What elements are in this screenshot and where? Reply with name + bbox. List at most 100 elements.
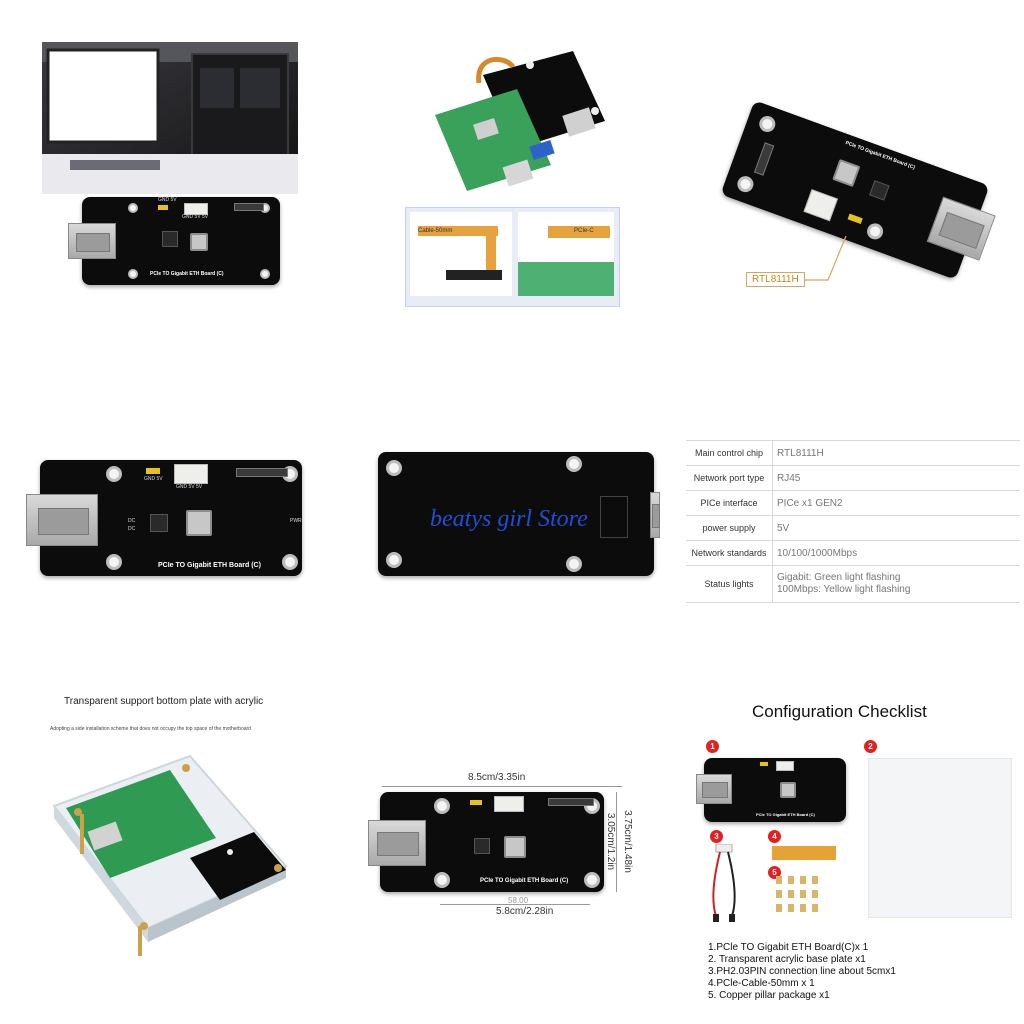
spec-value-line: 100Mbps: Yellow light flashing: [777, 584, 911, 595]
checklist-board: PCIe TO Gigabit ETH Board (C): [696, 758, 846, 822]
acrylic-subtitle: Adopting a side installation scheme that…: [50, 726, 251, 732]
mount-hole: [128, 269, 138, 279]
panel-board-bottom: beatys girl Store: [378, 450, 668, 580]
table-row: Main control chip RTL8111H: [686, 440, 1020, 466]
rtl-callout-label: RTL8111H: [746, 272, 805, 287]
fpc-cable-bend: [486, 226, 496, 276]
item-badge: 2: [864, 740, 877, 753]
spec-value: Gigabit: Green light flashing 100Mbps: Y…: [772, 565, 1020, 603]
mount-hole: [566, 456, 582, 472]
header-pins: [146, 468, 160, 474]
item-badge: 3: [710, 830, 723, 843]
eth-board-top: GND 5V GND 5V 5V DC DC PWR PCIe TO Gigab…: [26, 460, 302, 576]
eth-board-bottom: [378, 452, 660, 576]
spec-key: Status lights: [686, 565, 773, 603]
item-badge: 5: [768, 866, 781, 879]
gaming-room-photo: [42, 42, 298, 194]
eth-board-dimensioned: PCIe TO Gigabit ETH Board (C): [368, 792, 604, 892]
panel-acrylic-plate: Transparent support bottom plate with ac…: [40, 690, 320, 980]
spec-table: Main control chip RTL8111H Network port …: [686, 440, 1020, 603]
rj45-port: [696, 774, 732, 804]
rtl-chip: [474, 838, 490, 854]
mount-hole: [386, 460, 402, 476]
spec-value: 10/100/1000Mbps: [772, 540, 1020, 566]
header-pins: [470, 800, 482, 805]
ph2-connector: [776, 761, 794, 771]
spec-value-line: Gigabit: Green light flashing: [777, 572, 901, 583]
store-watermark: beatys girl Store: [430, 506, 588, 532]
dim-line-bottom: [440, 904, 590, 905]
cable-inset-right: PCIe-C: [518, 212, 614, 296]
fpc-connector: [236, 468, 288, 477]
conn-label: GND 5V 5V: [182, 214, 209, 220]
led-label: PWR: [290, 518, 302, 524]
board-silk: PCIe TO Gigabit ETH Board (C): [756, 812, 815, 817]
mount-hole: [434, 872, 450, 888]
mount-hole: [128, 203, 138, 213]
fpc-connector: [548, 798, 594, 806]
spec-key: power supply: [686, 515, 773, 541]
rj45-port-edge: [650, 492, 660, 538]
cable-inset-frame: Cable-50mm PCIe-C: [405, 207, 620, 307]
checklist-title: Configuration Checklist: [752, 702, 927, 721]
ph2-cable: [712, 844, 736, 922]
dim-line-top: [382, 786, 622, 787]
led-label: DC: [128, 518, 136, 524]
mount-hole: [106, 554, 122, 570]
eth-board-thumb: GND 5V GND 5V 5V PCIe TO Gigabit ETH Boa…: [68, 197, 280, 285]
table-row: Network port type RJ45: [686, 465, 1020, 491]
table-row: PICe interface PICe x1 GEN2: [686, 490, 1020, 516]
acrylic-assembly-illustration: [52, 754, 288, 956]
board-silk: PCIe TO Gigabit ETH Board (C): [480, 878, 569, 884]
ph2-connector: [184, 203, 208, 215]
rj45-port: [26, 494, 98, 546]
panel-setup-photo: GND 5V GND 5V 5V PCIe TO Gigabit ETH Boa…: [42, 42, 298, 292]
acrylic-sheet: [868, 758, 1012, 918]
cable-inset-left: Cable-50mm: [410, 212, 512, 296]
conn-label: GND 5V: [144, 476, 163, 482]
fpc-connector: [234, 203, 264, 211]
rj45-port: [68, 223, 116, 259]
cable-label: PCIe-C: [574, 228, 594, 234]
dim-height-inner: 3.05cm/1.2in: [605, 812, 617, 871]
spec-key: Network port type: [686, 465, 773, 491]
spec-key: Main control chip: [686, 440, 773, 466]
pi-with-board-illustration: [435, 51, 605, 191]
rj45-solder-pads: [600, 496, 628, 538]
crystal: [780, 782, 796, 798]
rtl-chip: [150, 514, 168, 532]
copper-pillars: [776, 876, 818, 912]
cable-label: Cable-50mm: [418, 228, 453, 234]
conn-label: GND 5V 5V: [176, 484, 203, 490]
mount-hole: [386, 552, 402, 568]
crystal: [504, 836, 526, 858]
spec-value: RJ45: [772, 465, 1020, 491]
fpc-cable: [548, 226, 610, 238]
spec-key: Network standards: [686, 540, 773, 566]
list-item: 4.PCle-Cable-50mm x 1: [708, 978, 815, 989]
dim-width-bottom: 5.8cm/2.28in: [496, 906, 554, 917]
fpc-cable: [418, 226, 498, 236]
table-row: Network standards 10/100/1000Mbps: [686, 540, 1020, 566]
fpc-socket: [446, 270, 502, 280]
rj45-port: [368, 820, 426, 866]
mount-hole: [282, 554, 298, 570]
board-silk: PCIe TO Gigabit ETH Board (C): [150, 271, 224, 277]
dim-width-bottom-num: 58.00: [508, 896, 529, 905]
list-item: 3.PH2.03PIN connection line about 5cmx1: [708, 966, 896, 977]
pcie-cable: [772, 846, 836, 860]
callout-line: [804, 235, 847, 281]
item-badge: 1: [706, 740, 719, 753]
list-item: 5. Copper pillar package x1: [708, 990, 830, 1001]
dim-width-top: 8.5cm/3.35in: [468, 772, 526, 783]
mount-hole: [106, 466, 122, 482]
spec-value: RTL8111H: [772, 440, 1020, 466]
panel-checklist: Configuration Checklist 1 PCIe TO Gigabi…: [690, 698, 1020, 1014]
board-silk: PCIe TO Gigabit ETH Board (C): [158, 562, 261, 569]
panel-board-top: GND 5V GND 5V 5V DC DC PWR PCIe TO Gigab…: [26, 460, 308, 580]
mount-hole: [566, 556, 582, 572]
led-label: DC: [128, 526, 136, 532]
checklist-items: 1.PCle TO Gigabit ETH Board(C)x 1 2. Tra…: [708, 942, 896, 1002]
list-item: 2. Transparent acrylic base plate x1: [708, 954, 866, 965]
table-row: power supply 5V: [686, 515, 1020, 541]
